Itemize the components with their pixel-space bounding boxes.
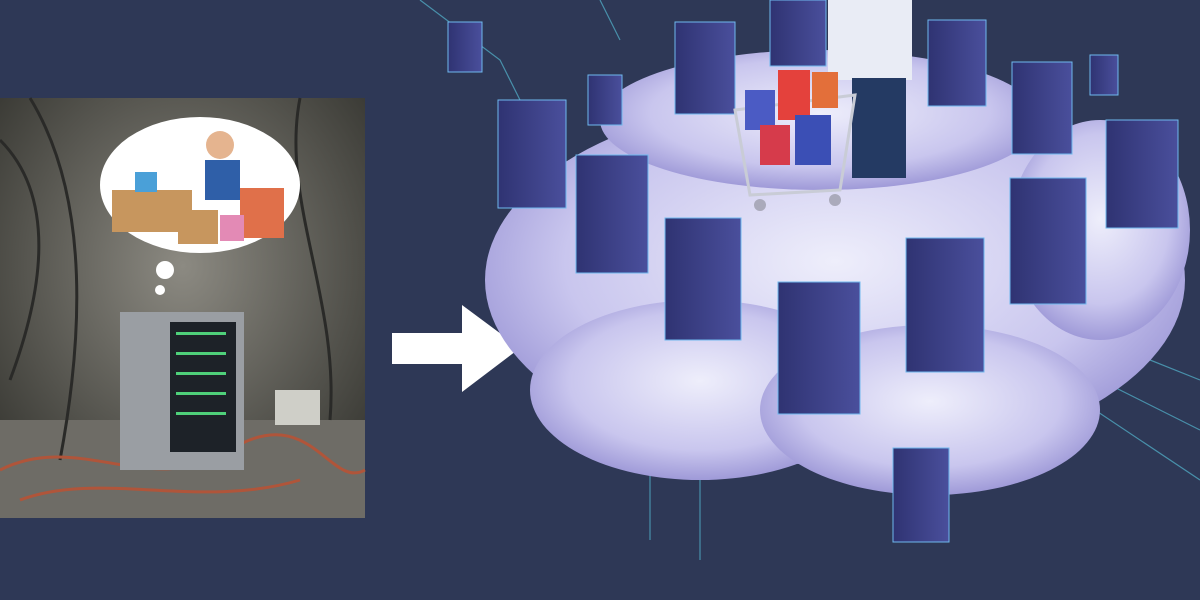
on-premise-server-room [0,97,366,518]
right-arrow-icon [392,305,520,392]
shopper-with-cart [733,0,912,211]
thought-bubble [100,117,300,295]
cloud-servers [447,0,1179,543]
server-rack-icon [120,312,244,470]
